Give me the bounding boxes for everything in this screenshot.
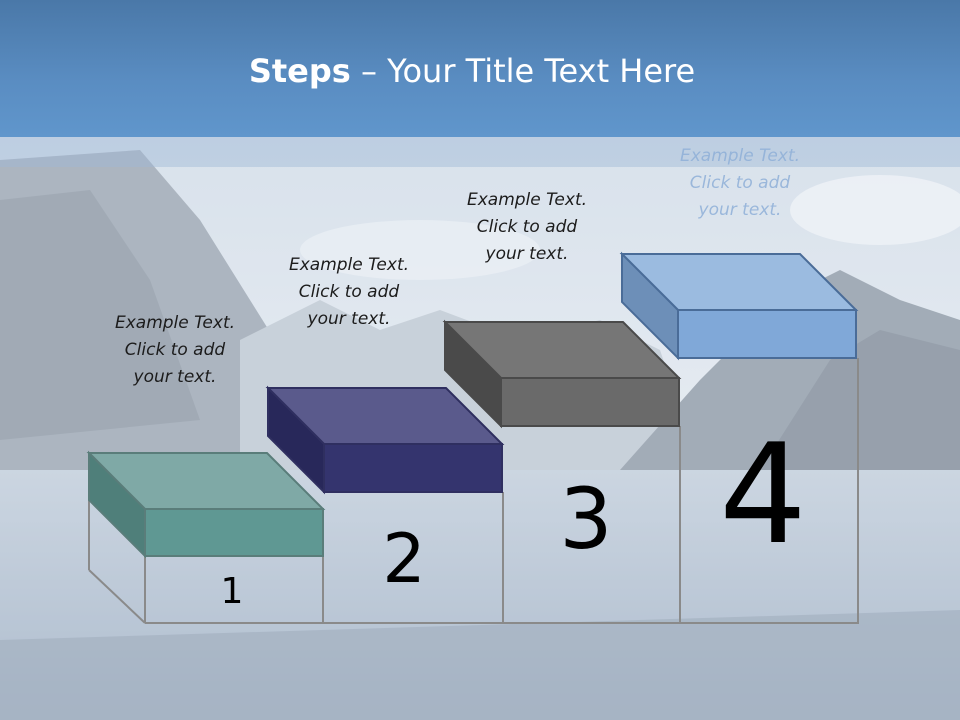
title-band: [0, 137, 960, 167]
step-3-line-1: Example Text.: [466, 190, 588, 210]
step-4-line-3: your text.: [698, 200, 782, 220]
step-1-text[interactable]: Example Text. Click to add your text.: [85, 310, 265, 391]
step-2-block[interactable]: [265, 385, 505, 495]
title-bar: [0, 0, 960, 137]
title-bold: Steps: [248, 52, 351, 90]
title-rest: – Your Title Text Here: [350, 52, 696, 90]
step-4-block[interactable]: [619, 251, 859, 361]
step-3-block[interactable]: [442, 319, 682, 429]
step-4-number: 4: [719, 414, 807, 575]
step-4-line-1: Example Text.: [679, 146, 801, 166]
step-2-line-3: your text.: [307, 309, 391, 329]
step-3-text[interactable]: Example Text. Click to add your text.: [437, 187, 617, 268]
step-2-line-1: Example Text.: [288, 255, 410, 275]
step-3-line-3: your text.: [485, 244, 569, 264]
step-1-number: 1: [220, 571, 244, 612]
slide-title[interactable]: Steps – Your Title Text Here: [0, 52, 944, 90]
step-4-line-2: Click to add: [689, 173, 791, 193]
step-2-number: 2: [382, 520, 426, 599]
step-1-line-3: your text.: [133, 367, 217, 387]
step-1-block[interactable]: [86, 450, 326, 559]
step-3-line-2: Click to add: [476, 217, 578, 237]
step-1-line-2: Click to add: [124, 340, 226, 360]
step-4-text[interactable]: Example Text. Click to add your text.: [650, 143, 830, 224]
step-1-line-1: Example Text.: [114, 313, 236, 333]
step-2-text[interactable]: Example Text. Click to add your text.: [259, 252, 439, 333]
step-2-line-2: Click to add: [298, 282, 400, 302]
step-3-number: 3: [559, 470, 613, 568]
